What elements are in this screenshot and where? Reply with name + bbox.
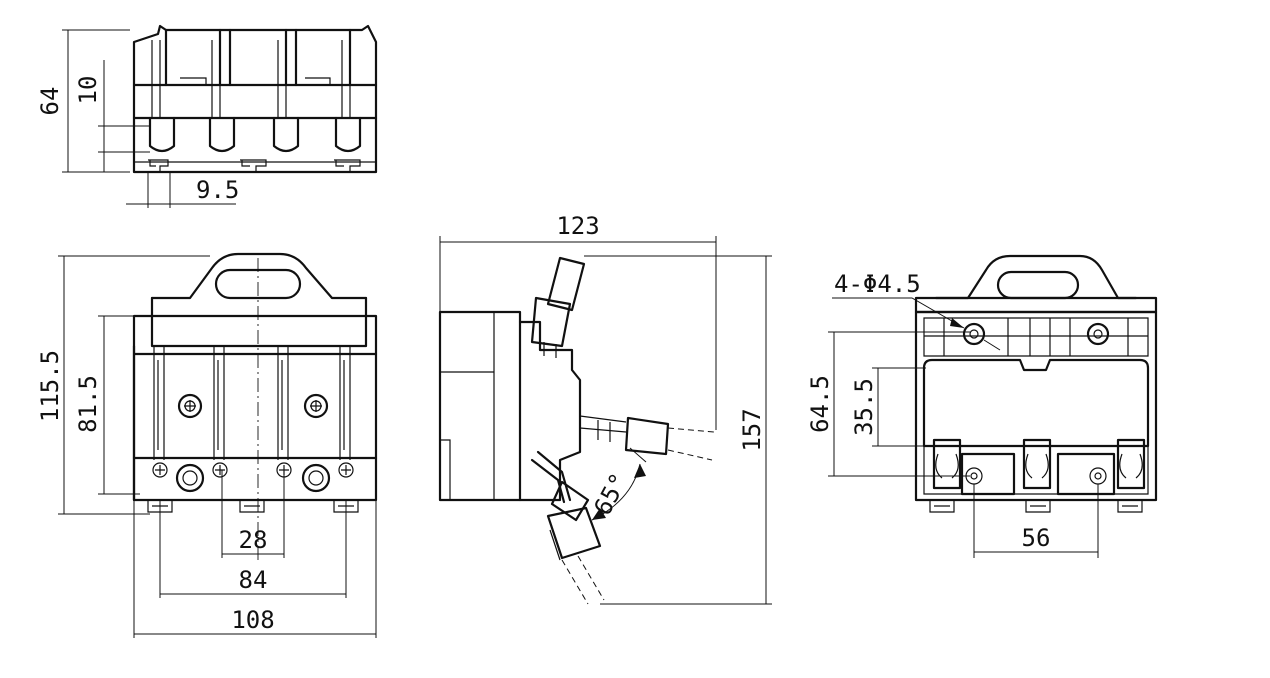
top-view: 64 10 9.5 <box>36 24 378 208</box>
dim-rear-height: 64.5 <box>806 375 834 433</box>
dim-rear-inner: 35.5 <box>850 378 878 436</box>
dim-front-height: 115.5 <box>36 350 64 422</box>
dim-side-angle: 65° <box>588 469 633 520</box>
dim-top-gap: 10 <box>74 76 102 105</box>
dim-side-depth: 123 <box>556 212 599 240</box>
front-view: 115.5 81.5 28 84 108 <box>36 252 378 638</box>
dim-rear-holes: 4-Φ4.5 <box>834 270 921 298</box>
dim-front-84: 84 <box>239 566 268 594</box>
dim-front-108: 108 <box>231 606 274 634</box>
side-view: 65° 123 157 <box>438 212 772 605</box>
dim-side-height: 157 <box>738 408 766 451</box>
dim-top-height: 64 <box>36 87 64 116</box>
rear-view: 4-Φ4.5 64.5 35.5 56 <box>806 254 1158 558</box>
dim-front-inner: 81.5 <box>74 375 102 433</box>
dim-top-pitch: 9.5 <box>196 176 239 204</box>
dim-front-28: 28 <box>239 526 268 554</box>
dim-rear-spacing: 56 <box>1022 524 1051 552</box>
